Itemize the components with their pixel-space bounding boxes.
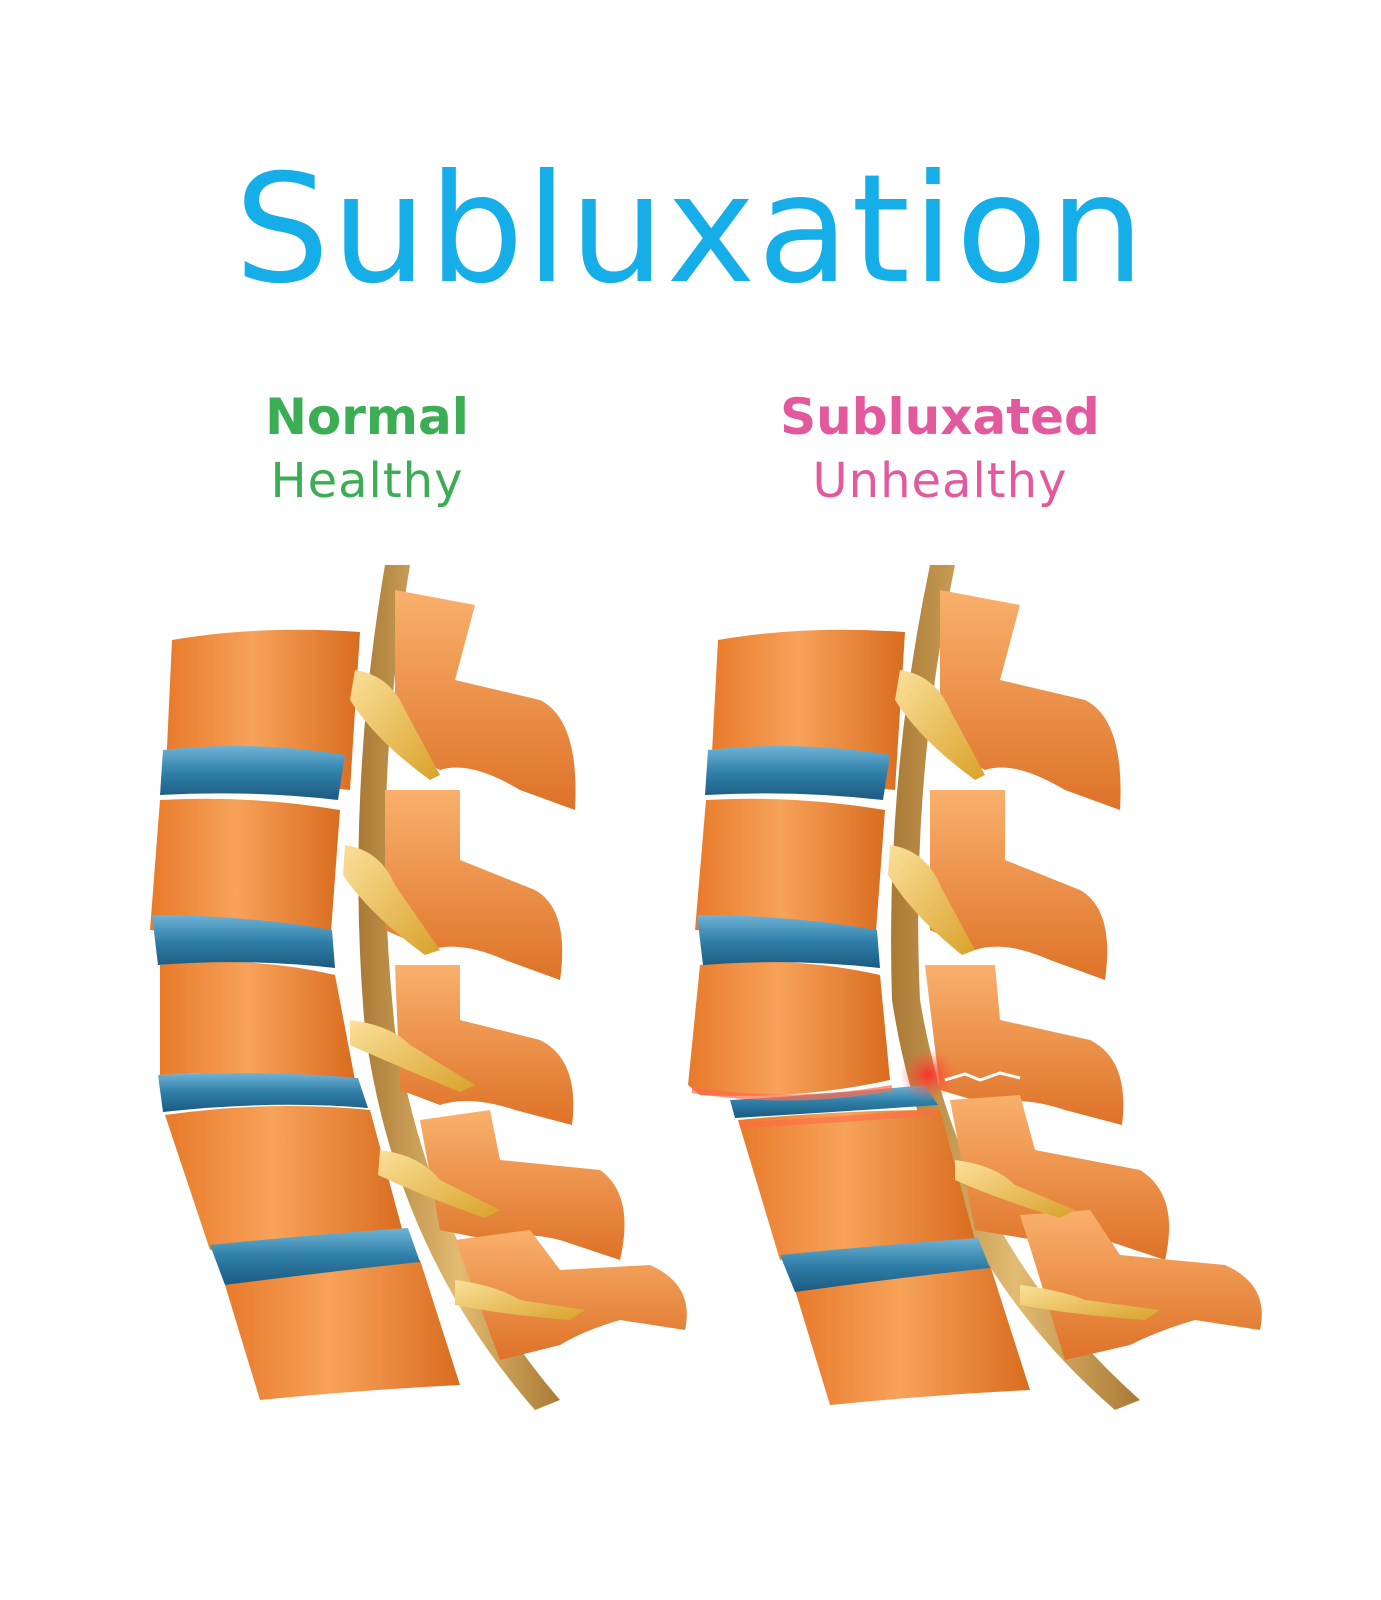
normal-spine [150,565,687,1410]
subluxated-spine [688,565,1262,1410]
page-title: Subluxation [234,143,1147,317]
vertebra-body [150,798,340,945]
vertebra-body [165,1106,405,1250]
intervertebral-disc [705,746,890,800]
spinous-process [950,1095,1170,1260]
vertebra-body [695,798,885,945]
unhealthy-subheading: Unhealthy [812,453,1068,509]
subluxated-heading: Subluxated [780,388,1100,446]
nerve-root [350,670,440,780]
inflammation-edge [739,1109,936,1128]
subluxated-column-label: Subluxated Unhealthy [730,386,1150,514]
nerve-root [895,670,985,780]
nerve-root [1020,1285,1160,1320]
spinous-process [385,790,563,980]
healthy-subheading: Healthy [270,453,464,509]
nerve-root [955,1160,1075,1218]
nerve-root [343,845,440,955]
nerve-root [350,1020,475,1092]
vertebra-body [795,1265,1030,1405]
nerve-root [378,1150,500,1218]
spinous-process [1020,1210,1262,1360]
inflammation-spot [900,1049,956,1101]
intervertebral-disc [158,1073,368,1112]
spinous-process [455,1230,687,1360]
spinous-process [925,965,1124,1125]
spinous-process [395,590,576,810]
spinous-process [395,965,574,1125]
vertebra-body [688,961,890,1096]
compressed-disc [730,1085,938,1118]
nerve-root [888,845,975,955]
vertebra-body [225,1260,460,1400]
spinous-process [940,590,1121,810]
spinous-process [930,790,1108,980]
intervertebral-disc [210,1228,420,1285]
intervertebral-disc [160,746,345,800]
vertebra-body [738,1110,975,1260]
nerve-root [455,1280,585,1320]
normal-heading: Normal [265,388,469,446]
vertebra-body [160,961,355,1080]
spinal-cord [358,565,560,1410]
facet-crack [944,1071,1021,1082]
intervertebral-disc [697,915,880,968]
inflammation-edge [691,1085,893,1101]
intervertebral-disc [780,1238,990,1292]
spinous-process [420,1110,625,1260]
intervertebral-disc [152,915,335,968]
normal-column-label: Normal Healthy [157,386,577,514]
